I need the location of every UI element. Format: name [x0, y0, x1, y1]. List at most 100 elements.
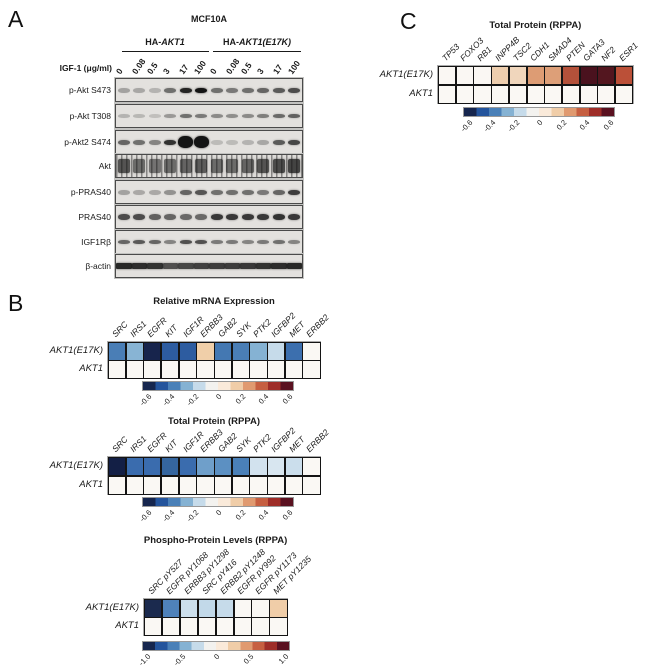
blot-lane — [256, 155, 272, 177]
blot-band — [164, 214, 177, 220]
group-label-ha-akt1-e17k: HA-AKT1(E17K) — [222, 37, 291, 47]
blot-band — [195, 159, 208, 173]
blot-band — [288, 214, 301, 220]
blot-lane — [163, 105, 179, 127]
colorbar-tick-label: -0.6 — [458, 118, 474, 134]
column-label: PTK2 — [251, 431, 274, 454]
blot-image — [115, 230, 303, 254]
heatmap-cell — [302, 475, 321, 495]
column-label: ERBB2 — [304, 312, 331, 339]
blot-lane — [178, 255, 194, 277]
heatmap-title: Total Protein (RPPA) — [489, 20, 582, 31]
blot-lane — [132, 155, 148, 177]
colorbar-tick-label: 0 — [535, 118, 545, 128]
heatmap-cell — [178, 360, 197, 379]
blot-band — [271, 263, 287, 269]
blot-band — [257, 214, 270, 220]
panel-c-letter: C — [400, 8, 417, 34]
heatmap-cell — [284, 342, 303, 361]
blot-lane — [271, 105, 287, 127]
blot-lane — [178, 231, 194, 253]
blot-band — [226, 214, 239, 220]
blot-band — [288, 159, 301, 173]
blot-band — [193, 263, 209, 269]
blot-image — [115, 154, 303, 178]
heatmap-row-label: AKT1(E17K) — [49, 460, 103, 472]
blot-lane — [163, 79, 179, 101]
heatmap-cell — [161, 617, 181, 636]
blot-lane — [287, 231, 303, 253]
igf-dose-axis-label: IGF-1 (μg/ml) — [59, 63, 112, 73]
blot-lane — [225, 155, 241, 177]
blot-lane — [287, 181, 303, 203]
blot-lane — [178, 79, 194, 101]
blot-lane — [147, 255, 163, 277]
colorbar-tick-label: -0.2 — [184, 392, 200, 408]
heatmap-cell — [231, 342, 250, 361]
column-label: CDH1 — [528, 39, 552, 63]
blot-label: PRAS40 — [78, 212, 111, 222]
blot-band — [272, 159, 285, 173]
blot-label: β-actin — [85, 261, 111, 271]
heatmap-cell — [544, 66, 563, 85]
colorbar — [142, 497, 294, 507]
blot-lane — [209, 231, 225, 253]
blot-band — [226, 87, 239, 93]
blot-band — [210, 214, 223, 220]
blot-lane — [240, 155, 256, 177]
column-label: EGFR — [145, 315, 169, 339]
blot-band — [117, 240, 130, 244]
colorbar-tick-label: 0 — [212, 652, 222, 662]
blot-band — [240, 263, 256, 269]
colorbar-tick-label: 0.2 — [554, 118, 568, 132]
heatmap-row-label: AKT1(E17K) — [379, 69, 433, 81]
blot-band — [241, 114, 254, 118]
colorbar-tick-label: -0.2 — [184, 508, 200, 524]
blot-lane — [163, 131, 179, 153]
blot-band — [133, 139, 146, 145]
blot-lane — [240, 131, 256, 153]
heatmap-cell — [143, 457, 162, 477]
heatmap-cell — [143, 342, 162, 361]
heatmap-cell — [161, 599, 181, 618]
colorbar-tick-label: -0.6 — [137, 508, 153, 524]
blot-lane — [147, 131, 163, 153]
blot-lane — [240, 255, 256, 277]
heatmap-cell — [196, 360, 215, 379]
blot-band — [117, 159, 130, 173]
heatmap-cell — [284, 475, 303, 495]
blot-band — [164, 159, 177, 173]
blot-band — [164, 114, 177, 118]
colorbar-tick-label: -0.5 — [171, 652, 188, 666]
blot-lane — [194, 231, 210, 253]
heatmap-cell — [161, 457, 180, 477]
heatmap-cell — [144, 599, 163, 618]
colorbar — [142, 641, 290, 651]
blot-band — [133, 87, 146, 93]
colorbar — [463, 107, 615, 117]
blot-lane — [286, 255, 302, 277]
heatmap-grid — [106, 340, 322, 380]
heatmap-cell — [231, 360, 250, 379]
blot-lane — [131, 255, 147, 277]
blot-lane — [209, 79, 225, 101]
blot-lane — [225, 79, 241, 101]
dose-label: 0 — [113, 66, 125, 76]
heatmap-cell — [615, 84, 634, 104]
colorbar — [142, 381, 294, 391]
colorbar-tick-label: 0 — [214, 508, 224, 518]
heatmap-cell — [438, 66, 457, 85]
blot-band — [241, 87, 254, 93]
blot-lane — [132, 231, 148, 253]
heatmap-cell — [161, 342, 180, 361]
blot-band — [241, 240, 254, 244]
blot-band — [272, 139, 285, 145]
dose-label: 100 — [286, 58, 303, 76]
heatmap-cell — [144, 617, 163, 636]
blot-band — [164, 240, 177, 244]
blot-lane — [116, 105, 132, 127]
blot-lane — [240, 79, 256, 101]
blot-band — [148, 159, 161, 173]
blot-label: p-Akt S473 — [68, 85, 111, 95]
